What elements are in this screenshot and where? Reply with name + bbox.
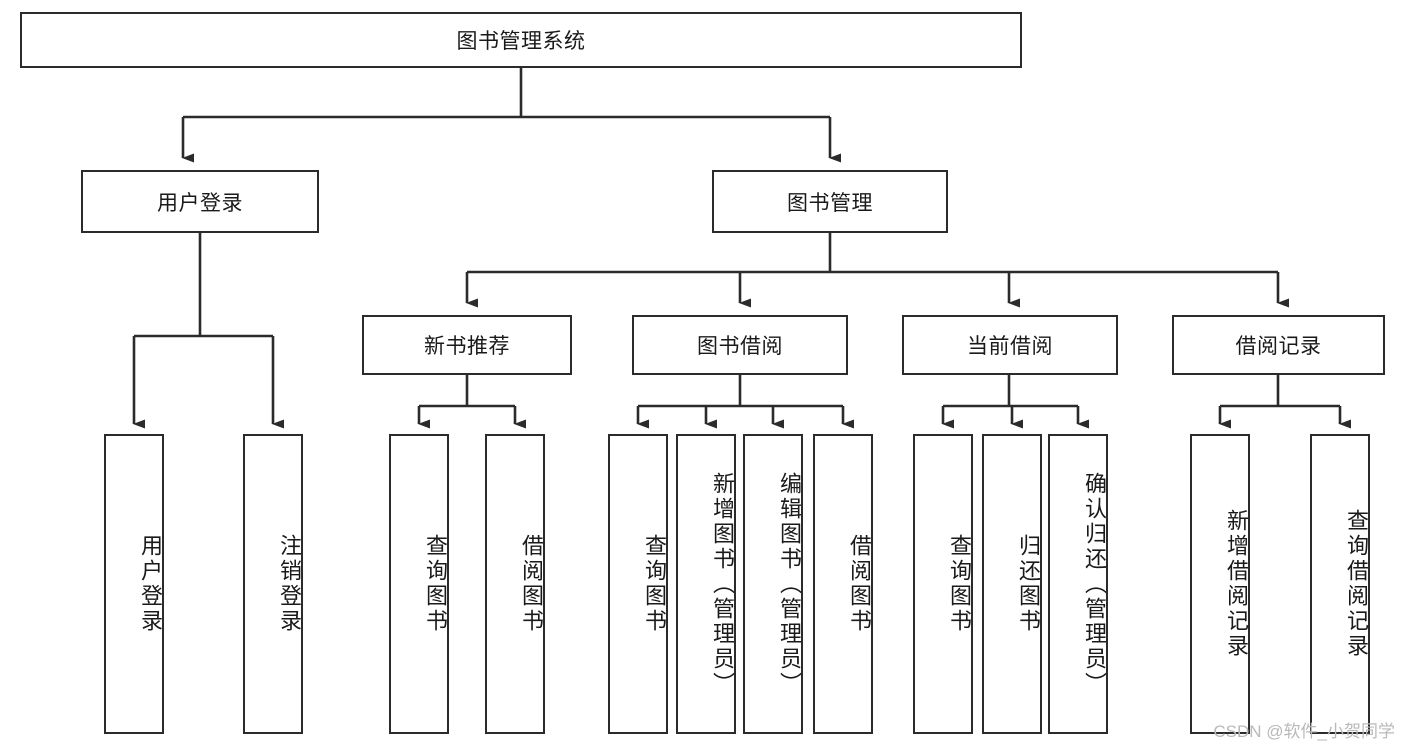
node-user-login[interactable]: 用户登录: [81, 170, 319, 233]
node-leaf-borrow-book-1[interactable]: 借阅图书: [485, 434, 545, 734]
node-current-borrow[interactable]: 当前借阅: [902, 315, 1118, 375]
node-leaf-query-book-1-label: 查询图书: [423, 534, 448, 634]
node-leaf-query-book-1[interactable]: 查询图书: [389, 434, 449, 734]
node-leaf-user-login[interactable]: 用户登录: [104, 434, 164, 734]
node-root-label: 图书管理系统: [456, 30, 586, 53]
node-leaf-borrow-book-2[interactable]: 借阅图书: [813, 434, 873, 734]
node-leaf-confirm-return-label: 确认归还（管理员）: [1082, 471, 1107, 697]
node-leaf-return-book-label: 归还图书: [1016, 534, 1041, 634]
node-leaf-logout[interactable]: 注销登录: [243, 434, 303, 734]
node-borrow-record[interactable]: 借阅记录: [1172, 315, 1385, 375]
node-leaf-query-book-2[interactable]: 查询图书: [608, 434, 668, 734]
node-book-manage-label: 图书管理: [787, 191, 873, 215]
node-leaf-return-book[interactable]: 归还图书: [982, 434, 1042, 734]
node-leaf-logout-label: 注销登录: [277, 534, 302, 634]
node-book-borrow-label: 图书借阅: [697, 335, 783, 358]
node-leaf-query-book-2-label: 查询图书: [642, 534, 667, 634]
node-leaf-query-record-label: 查询借阅记录: [1344, 509, 1369, 659]
node-leaf-add-record[interactable]: 新增借阅记录: [1190, 434, 1250, 734]
node-leaf-edit-book[interactable]: 编辑图书（管理员）: [743, 434, 803, 734]
node-leaf-user-login-label: 用户登录: [138, 534, 163, 634]
node-borrow-record-label: 借阅记录: [1235, 335, 1322, 358]
node-leaf-query-book-3-label: 查询图书: [947, 534, 972, 634]
node-new-book-recommendation-label: 新书推荐: [424, 335, 510, 358]
node-leaf-edit-book-label: 编辑图书（管理员）: [777, 471, 802, 697]
node-leaf-add-book-label: 新增图书（管理员）: [710, 471, 735, 697]
node-current-borrow-label: 当前借阅: [967, 335, 1053, 358]
node-new-book-recommendation[interactable]: 新书推荐: [362, 315, 572, 375]
node-leaf-add-record-label: 新增借阅记录: [1224, 509, 1249, 659]
node-root[interactable]: 图书管理系统: [20, 12, 1022, 68]
node-leaf-borrow-book-1-label: 借阅图书: [519, 534, 544, 634]
node-leaf-query-book-3[interactable]: 查询图书: [913, 434, 973, 734]
node-user-login-label: 用户登录: [157, 191, 243, 215]
node-leaf-confirm-return[interactable]: 确认归还（管理员）: [1048, 434, 1108, 734]
node-leaf-query-record[interactable]: 查询借阅记录: [1310, 434, 1370, 734]
node-leaf-borrow-book-2-label: 借阅图书: [847, 534, 872, 634]
node-leaf-add-book[interactable]: 新增图书（管理员）: [676, 434, 736, 734]
node-book-manage[interactable]: 图书管理: [712, 170, 948, 233]
node-book-borrow[interactable]: 图书借阅: [632, 315, 848, 375]
watermark: CSDN @软件_小贺同学: [1213, 722, 1395, 741]
